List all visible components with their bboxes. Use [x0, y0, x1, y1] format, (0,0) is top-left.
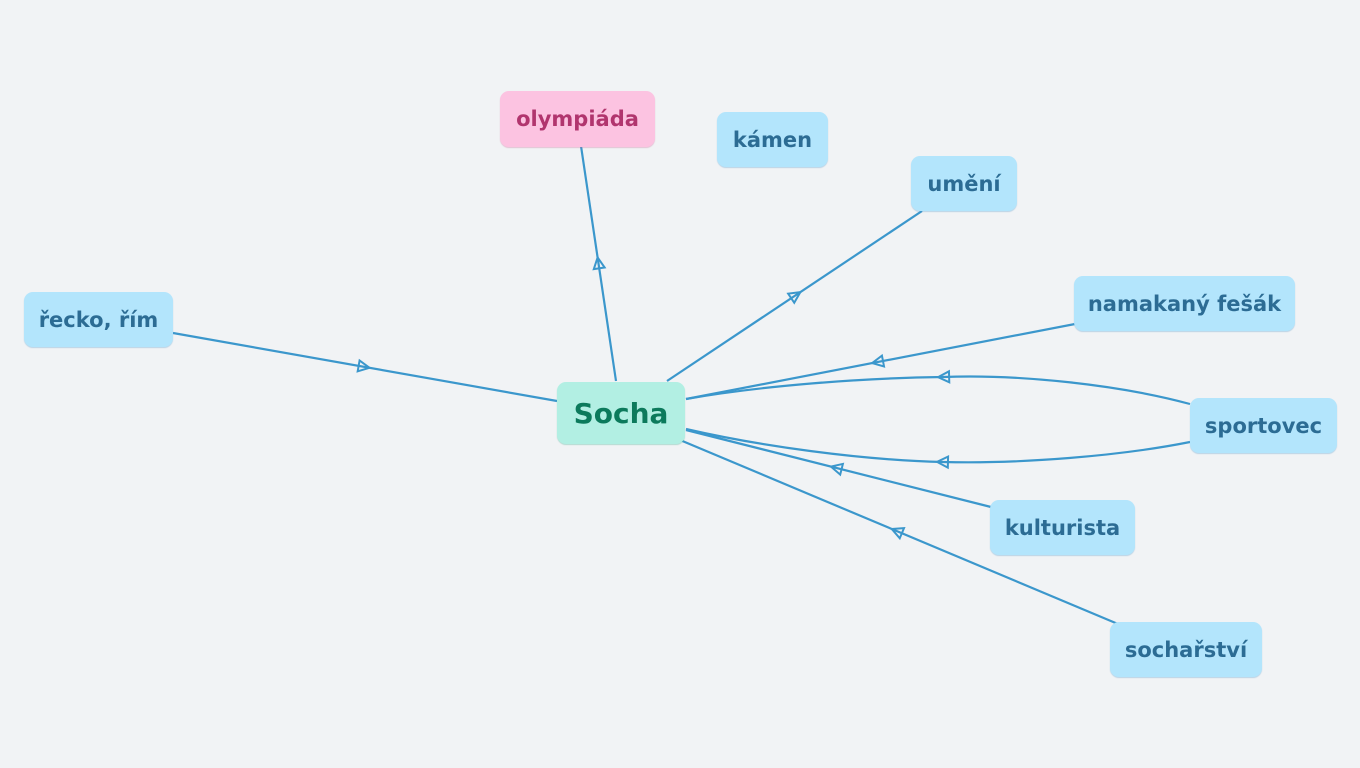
node-namakany-fesak[interactable]: namakaný fešák [1074, 276, 1295, 331]
edge-umeni-line[interactable] [666, 210, 923, 382]
arrow-head [935, 369, 951, 384]
edge-kulturista[interactable] [685, 428, 992, 509]
edge-socharstvi[interactable] [679, 438, 1119, 626]
node-recko-rim[interactable]: řecko, řím [24, 292, 173, 347]
edge-recko-rim-line[interactable] [172, 331, 558, 403]
edge-olympiada[interactable] [579, 145, 618, 382]
edge-kulturista-line[interactable] [685, 428, 992, 509]
node-umeni[interactable]: umění [911, 156, 1017, 211]
node-olympiada[interactable]: olympiáda [500, 91, 655, 147]
arrow-head [934, 455, 950, 470]
edge-socharstvi-line[interactable] [679, 438, 1119, 626]
edge-sportovec-upper[interactable] [685, 369, 1191, 406]
arrow-head [786, 290, 803, 305]
edge-sportovec-lower-line[interactable] [685, 427, 1191, 464]
edge-recko-rim[interactable] [172, 331, 558, 403]
edge-umeni[interactable] [666, 210, 923, 382]
edge-sportovec-lower[interactable] [685, 427, 1191, 470]
arrow-head [592, 255, 607, 271]
node-sportovec[interactable]: sportovec [1190, 398, 1337, 453]
arrow-head [869, 353, 886, 368]
edge-sportovec-upper-line[interactable] [685, 375, 1191, 406]
edge-namakany-fesak-line[interactable] [685, 322, 1076, 401]
node-socharstvi[interactable]: sochařství [1110, 622, 1262, 677]
edge-namakany-fesak[interactable] [685, 322, 1076, 401]
central-node-socha[interactable]: Socha [557, 382, 685, 444]
edge-olympiada-line[interactable] [579, 145, 618, 382]
arrow-head [889, 527, 906, 541]
arrow-head [828, 462, 845, 477]
node-kulturista[interactable]: kulturista [990, 500, 1135, 555]
arrow-head [356, 358, 372, 373]
node-kamen[interactable]: kámen [717, 112, 828, 167]
